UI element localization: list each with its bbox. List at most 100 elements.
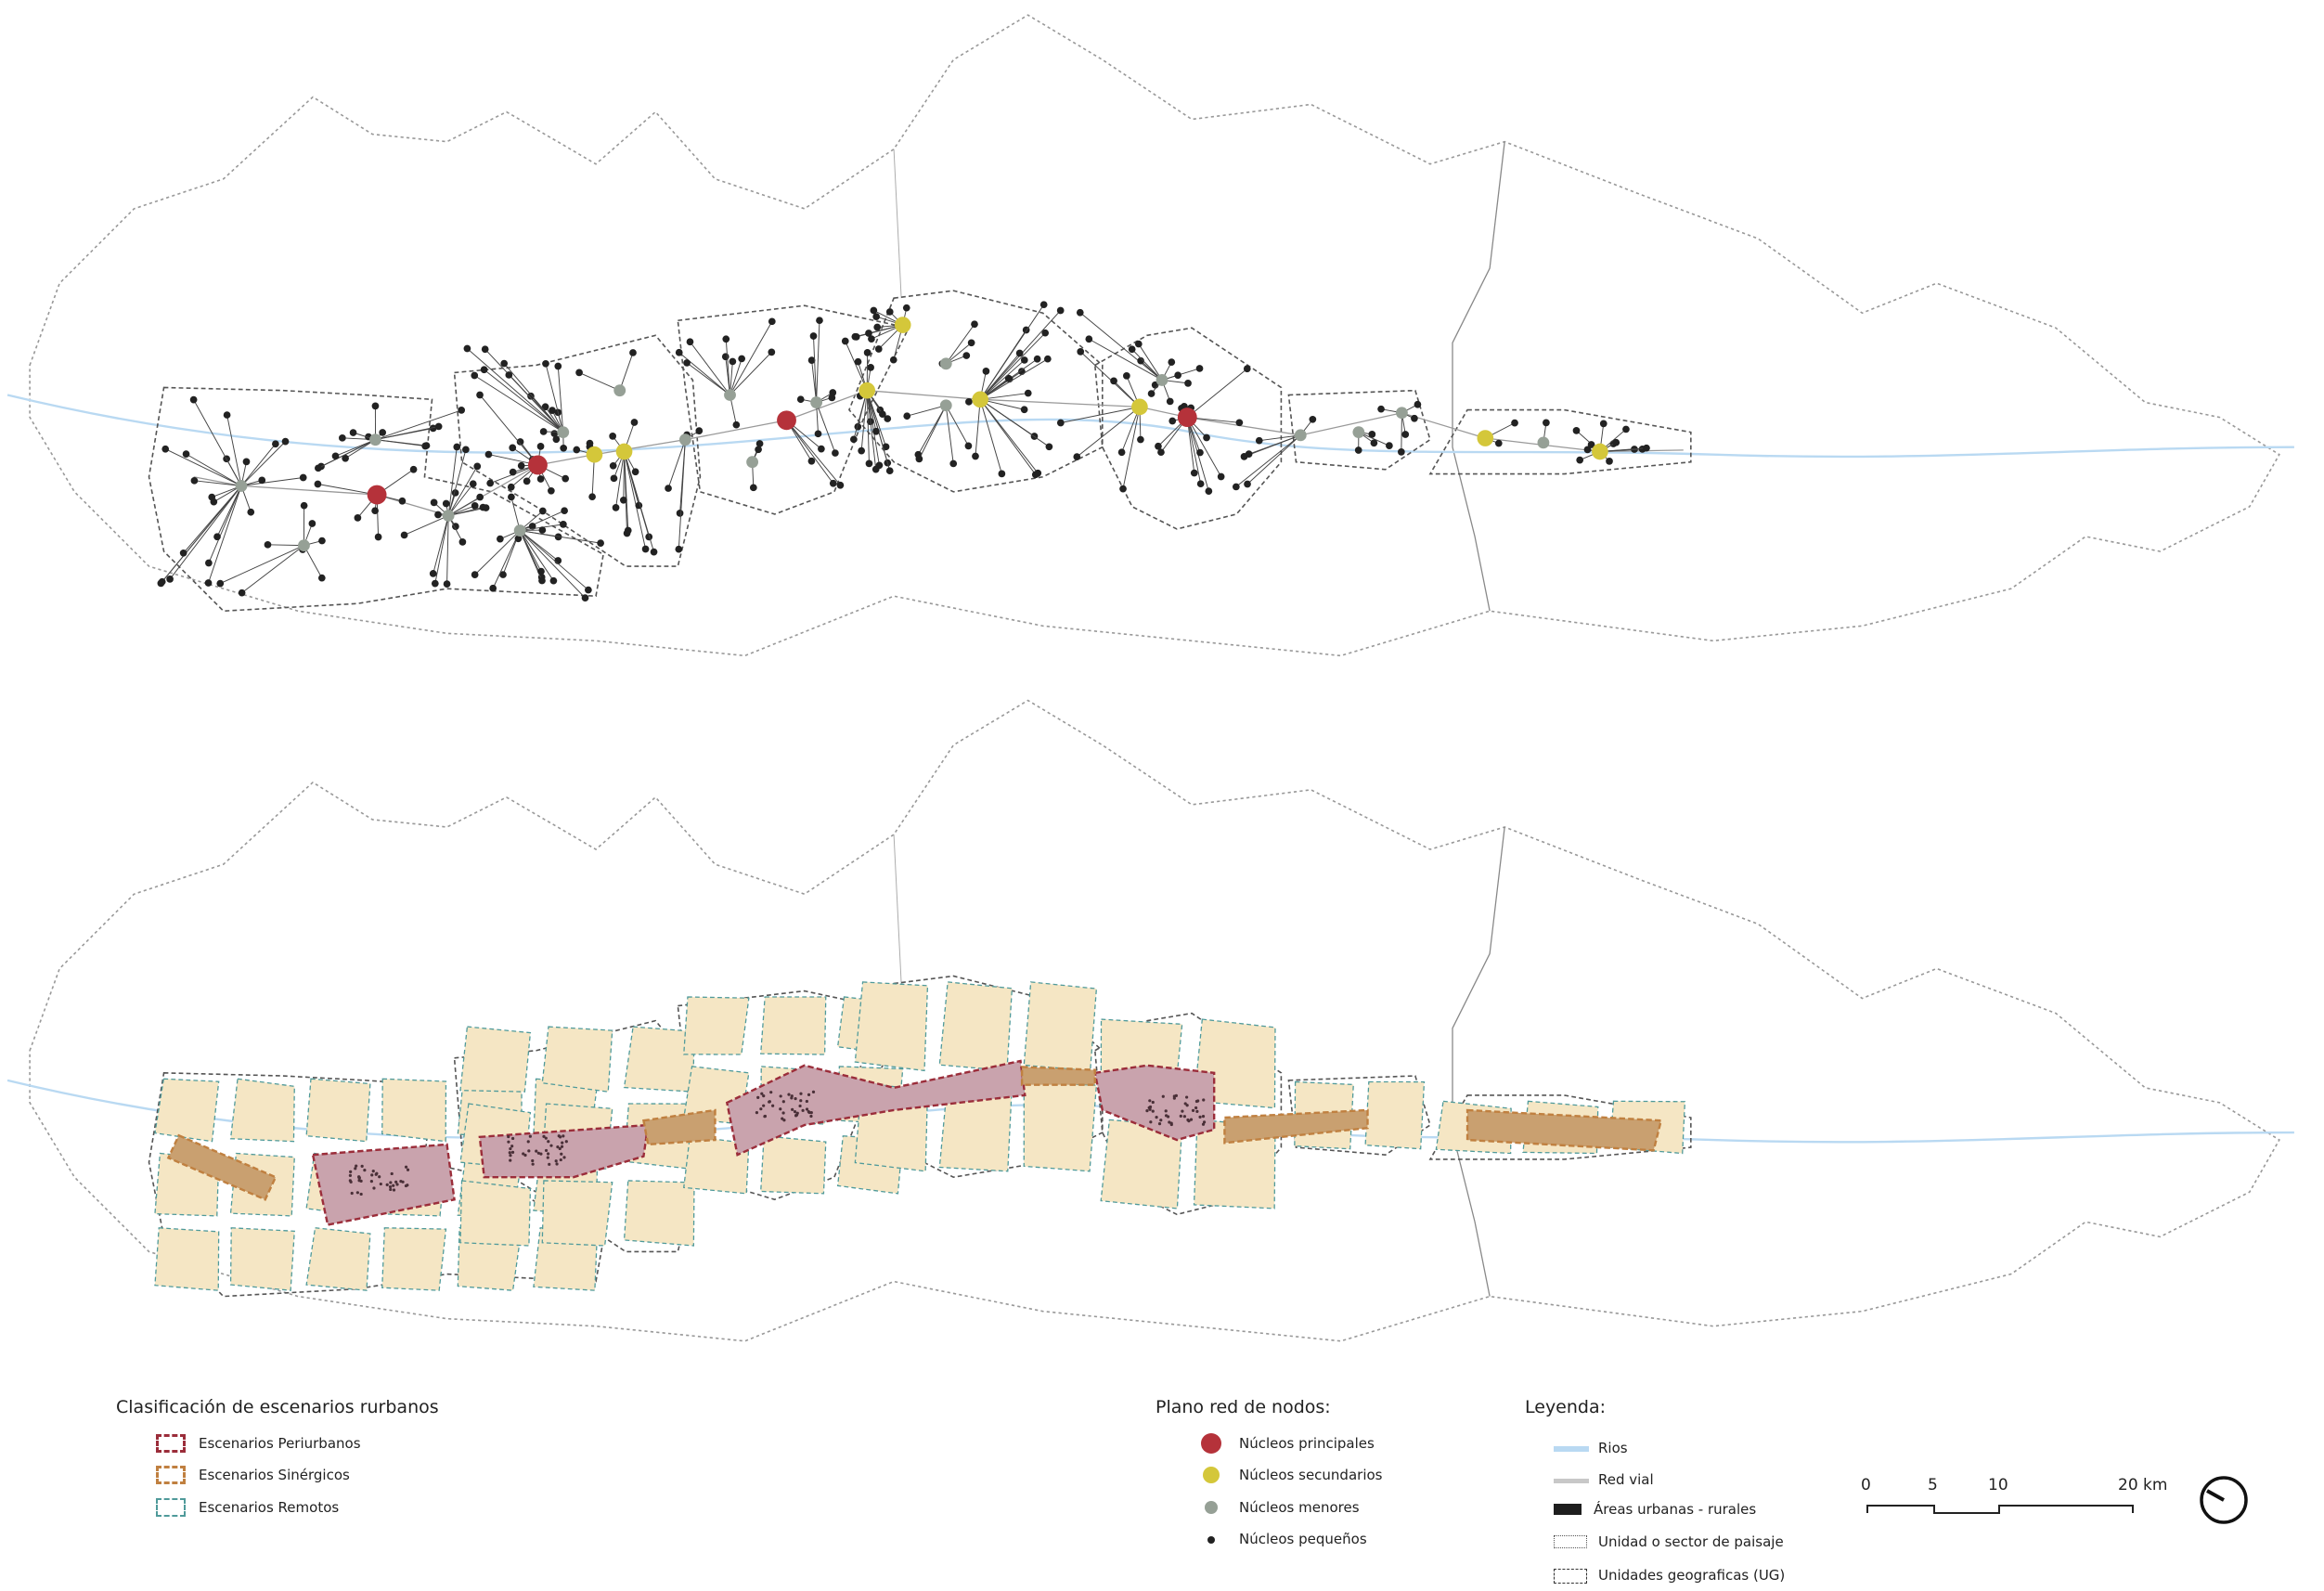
road-link — [1122, 407, 1141, 489]
urban-area — [1164, 1109, 1168, 1113]
minor-node — [1156, 374, 1168, 386]
small-node — [1354, 446, 1362, 454]
urban-area — [558, 1146, 562, 1151]
small-node — [339, 433, 346, 442]
road-link — [519, 530, 586, 599]
urban-area — [779, 1094, 782, 1098]
road-link — [979, 399, 1039, 474]
urban-area — [555, 1162, 559, 1166]
urban-area — [392, 1184, 395, 1187]
urban-area — [394, 1180, 398, 1184]
small-node — [429, 570, 437, 577]
urban-area-swatch — [1554, 1504, 1582, 1515]
road-link — [1235, 434, 1301, 487]
urban-area — [388, 1184, 393, 1189]
road-link — [917, 405, 947, 456]
small-node — [588, 493, 596, 501]
minor-node — [939, 357, 952, 370]
urban-area — [798, 1104, 802, 1108]
urban-area — [354, 1167, 357, 1171]
urban-area — [531, 1158, 535, 1163]
small-node — [854, 422, 862, 431]
urban-area — [1151, 1109, 1155, 1113]
legend-label-roads: Red vial — [1598, 1471, 1654, 1488]
small-node — [216, 579, 225, 588]
small-node — [1572, 427, 1581, 434]
small-node — [317, 574, 326, 582]
small-node — [299, 473, 307, 482]
urban-area — [1169, 1121, 1173, 1125]
main-node — [528, 455, 548, 475]
small-node — [548, 486, 555, 495]
urban-area — [1185, 1095, 1189, 1099]
landscape-unit-swatch — [1554, 1535, 1587, 1548]
small-node — [816, 317, 823, 325]
road-link — [816, 320, 820, 403]
small-node — [1073, 453, 1081, 460]
road-link — [845, 341, 868, 391]
urban-area — [509, 1154, 512, 1158]
small-node — [549, 576, 558, 585]
small-node — [1511, 419, 1518, 427]
landscape-unit-outline — [148, 386, 604, 613]
urban-area — [1185, 1104, 1189, 1107]
small-node — [1045, 443, 1053, 451]
small-node — [190, 476, 199, 485]
small-node — [829, 389, 837, 396]
legend-label-remote: Escenarios Remotos — [199, 1499, 340, 1516]
road-link — [1079, 312, 1163, 381]
urban-area — [350, 1191, 354, 1196]
small-node — [528, 523, 536, 530]
urban-area — [359, 1192, 363, 1196]
road-link — [519, 530, 542, 572]
landscape-unit-outline — [1093, 327, 1283, 530]
synergic-scenario-area — [1223, 1108, 1369, 1145]
small-node — [1397, 448, 1405, 456]
small-node — [683, 359, 691, 367]
small-node — [1622, 425, 1630, 433]
landscape-unit-outline — [1287, 389, 1431, 471]
small-node — [1205, 487, 1213, 495]
road-link — [979, 399, 1002, 474]
small-node — [422, 442, 431, 449]
river — [6, 394, 2294, 459]
urban-area — [528, 1134, 532, 1138]
legend-label-periurban: Escenarios Periurbanos — [199, 1435, 361, 1452]
urban-area — [522, 1152, 525, 1156]
small-node — [542, 359, 549, 368]
remote-scenario-area — [623, 1180, 695, 1247]
road-link — [169, 485, 242, 580]
urban-area — [1201, 1122, 1206, 1126]
small-node — [729, 357, 737, 366]
urban-area — [406, 1168, 410, 1171]
small-node — [409, 465, 418, 473]
small-node — [1137, 435, 1144, 444]
urban-area — [546, 1156, 549, 1159]
small-node — [1147, 390, 1156, 397]
scale-bar — [1866, 1505, 2134, 1514]
landscape-unit-outline — [1428, 408, 1692, 475]
urban-area — [546, 1152, 550, 1156]
small-node — [1155, 442, 1162, 450]
small-node — [538, 507, 547, 515]
small-node — [471, 502, 479, 510]
small-node — [315, 464, 322, 472]
small-node — [870, 306, 878, 315]
small-node — [1031, 471, 1039, 479]
small-node — [1043, 355, 1052, 363]
small-node-icon — [1207, 1536, 1215, 1544]
small-node — [829, 479, 837, 487]
small-node — [507, 483, 515, 491]
road-link — [1401, 412, 1402, 452]
small-node — [204, 579, 213, 587]
road-link — [508, 374, 564, 433]
main-node — [367, 485, 387, 505]
small-node — [242, 458, 251, 466]
small-node — [400, 531, 408, 539]
road-link — [945, 405, 954, 464]
road-link — [194, 480, 242, 486]
small-node — [695, 427, 704, 434]
road-link — [1186, 417, 1202, 485]
small-node — [818, 445, 825, 453]
small-node — [499, 571, 507, 578]
